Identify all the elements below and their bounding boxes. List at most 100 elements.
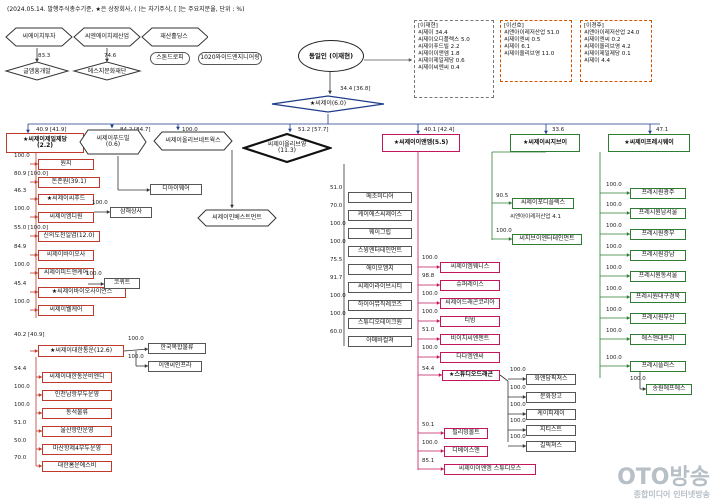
arrowhead [106, 210, 110, 214]
arrowhead [34, 349, 38, 353]
box-enm-0-label: 씨제이엠웨니스 [450, 263, 490, 271]
diamond-cj-oliveyoung-shape [242, 132, 332, 164]
box-cj-cheiljedang-label: ★씨제이제일제당 (2.2) [22, 135, 68, 149]
box-korea-complex-logistics: 한국복합물류 [148, 343, 206, 354]
arrowhead [438, 373, 442, 377]
arrowhead [38, 375, 42, 379]
pct-log-0: 54.4 [14, 366, 27, 372]
box-korea-complex-logistics-label: 한국복합물류 [160, 344, 194, 352]
diamond-sg-foundation-shape [72, 61, 142, 81]
pct-level1-3: 51.2 [57.7] [298, 127, 329, 133]
pct-oy-4: 75.5 [330, 257, 343, 263]
box-cj-enm-label: ★씨제이이앤엠(5.5) [393, 138, 449, 146]
hex-cnh-industry-label: 씨엔에이치제산업 [84, 32, 130, 40]
box-fresh-8-label: 프레시플러스 [641, 362, 675, 370]
box-col1-6-label: 씨제이피드앤케어 [43, 269, 89, 277]
hex-cj-foodville: 씨제이푸드빌 (0.6) [78, 128, 148, 156]
arrowhead [436, 283, 440, 287]
hex-cj-investment: 씨제이인베스트먼트 [196, 208, 278, 228]
hex-jaesan-holdings-shape [141, 27, 208, 47]
arrowhead [144, 364, 148, 368]
box-fresh-5: 프레시원대구경북 [630, 292, 686, 303]
box-diaware: 디아이웨어 [150, 184, 202, 195]
hex-cj-investment-shape [197, 209, 277, 227]
pct-level1-4: 40.1 [42.4] [424, 127, 455, 133]
pct-top-a: 83.3 [38, 53, 51, 59]
pct-col1-0: 100.0 [14, 153, 30, 159]
box-studio-1-label: 문화창고 [539, 393, 563, 401]
box-enm-2-label: 씨제이드래곤코리아 [445, 299, 495, 307]
pct-enm-b-0: 50.1 [422, 422, 435, 428]
arrowhead [288, 128, 292, 132]
box-cj-freshway-label: ★씨제이프레시웨이 [624, 138, 674, 146]
pct-samhae: 100.0 [92, 200, 108, 206]
box-enm-b-1: 디베이스앤 [444, 446, 488, 457]
arrowhead [626, 364, 630, 368]
box-oy-7-label: 스튜디오테이크원 [357, 319, 403, 327]
pct-enm-3: 100.0 [422, 309, 438, 315]
arrowhead [436, 337, 440, 341]
arrowhead [440, 467, 444, 471]
box-enm-b-0-label: 필리밍볼트 [452, 429, 480, 437]
pct-fresh-1: 100.0 [606, 202, 622, 208]
box-enm-1-label: 슈퍼레이스 [456, 281, 484, 289]
arrowhead [34, 253, 38, 257]
box-oy-6: 하이어뮤직레코즈 [348, 300, 412, 311]
hex-cj-olive-networks-label: 씨제이올리브네트웍스 [165, 136, 221, 144]
box-log-3: 울산항만운영 [42, 426, 112, 437]
box-cj-enm: ★씨제이이앤엠(5.5) [382, 134, 460, 152]
box-enm-4: 비이치씨엔젠트 [440, 334, 500, 345]
box-enm-1: 슈퍼레이스 [440, 280, 500, 291]
box-log-1-label: 인천남항부두운영 [54, 391, 100, 399]
info-line: 씨제이엔씨 0.2 [584, 36, 621, 43]
box-fresh-7: 에스앤대트리 [630, 334, 686, 345]
pct-studio-4: 100.0 [510, 434, 526, 440]
box-fresh-6: 프레시원부산 [630, 313, 686, 324]
pct-studio: 54.4 [422, 366, 435, 372]
hex-cheil-investment-shape [5, 27, 73, 47]
arrowhead [508, 237, 512, 241]
pct-top-b: 74.6 [104, 53, 117, 59]
box-enc-infra-label: 이앤씨인프라 [158, 362, 192, 370]
pct-fresh-6: 100.0 [606, 307, 622, 313]
info-line: [이재현] [418, 23, 438, 29]
arrowhead [440, 449, 444, 453]
pct-coquit: 100.0 [86, 271, 102, 277]
info-line: 씨앤아이레저산업 51.0 [504, 29, 560, 36]
pct-level1-2: 100.0 [182, 127, 198, 133]
pct-col1-7: 45.4 [14, 281, 27, 287]
box-fresh-6-label: 프레시원부산 [641, 314, 675, 322]
diamond-sg-foundation: 에스지문화재단 [72, 60, 142, 84]
arrowhead [436, 355, 440, 359]
pct-level1-5: 33.6 [552, 127, 565, 133]
pct-cgv-1: 100.0 [496, 228, 512, 234]
arrowhead [34, 197, 38, 201]
hex-cj-investment-label: 씨제이인베스트먼트 [212, 213, 262, 221]
pct-fresh-7: 100.0 [606, 328, 622, 334]
box-col1-7-label: ★씨제이바이오사이언스 [51, 288, 113, 296]
hex-cj-olive-networks-shape [153, 131, 233, 151]
pct-oy-0: 51.0 [330, 185, 343, 191]
box-studio-1: 문화창고 [526, 392, 576, 403]
arrowhead [626, 232, 630, 236]
box-studio-3-label: 지티스트 [539, 426, 563, 434]
arrowhead [34, 234, 38, 238]
pct-logistics: 40.2 [40.9] [14, 332, 45, 338]
pct-oy-6: 100.0 [330, 293, 346, 299]
box-col1-0: 원지 [38, 159, 94, 170]
diamond-cj-oliveyoung-label: 씨제이올리브영 (11.3) [267, 140, 307, 154]
arrowhead [648, 130, 652, 134]
box-col1-5-label: 씨제이바이오사 [46, 251, 86, 259]
pct-studio-2: 100.0 [510, 402, 526, 408]
box-log-2: 동석물류 [42, 408, 112, 419]
arrowhead [230, 204, 234, 208]
diamond-cj-corp-shape [271, 95, 385, 113]
box-enm-5-label: 다다엠엔씨 [456, 353, 484, 361]
pct-col1-3: 100.0 [14, 206, 30, 212]
pct-fresh-3: 100.0 [606, 244, 622, 250]
hex-cheil-investment: 씨에이치투자 [4, 26, 74, 48]
arrowhead [626, 253, 630, 257]
arrowhead [35, 58, 39, 62]
arrowhead [176, 126, 180, 130]
